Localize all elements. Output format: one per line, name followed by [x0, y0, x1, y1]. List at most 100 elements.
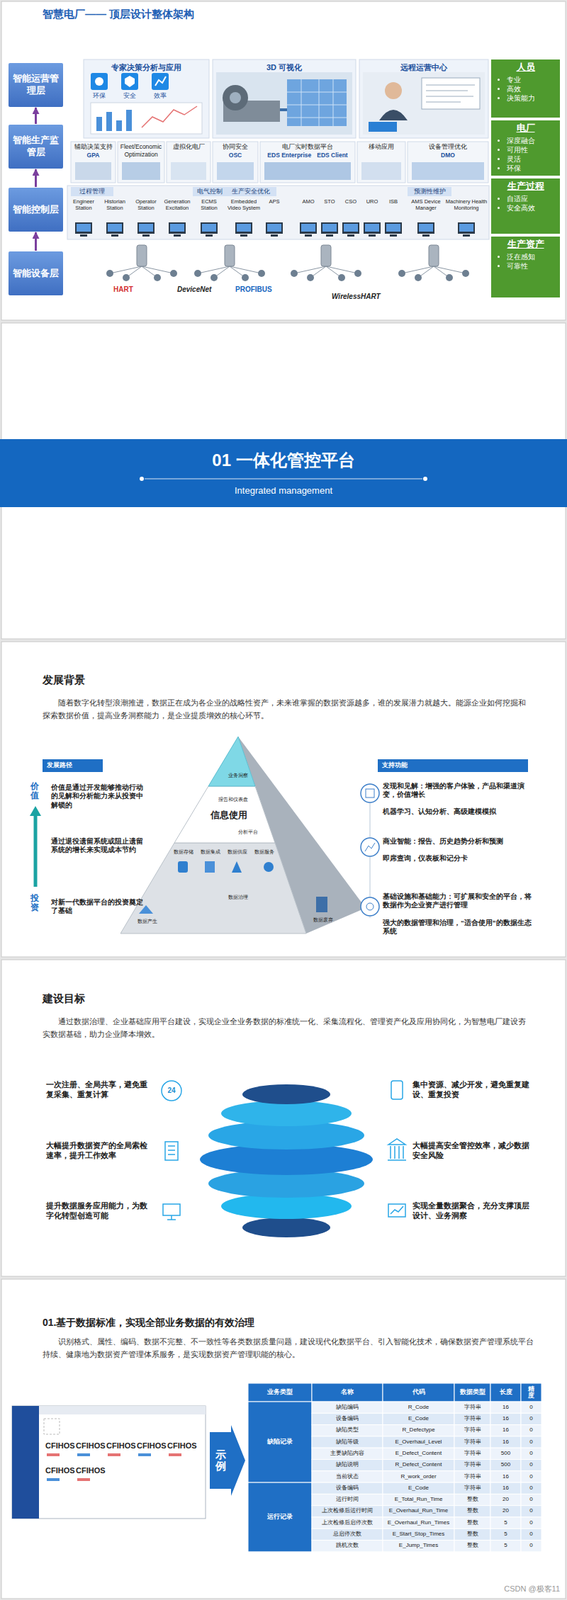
- section-heading: 发展背景: [42, 673, 185, 688]
- table-header-cell: [311, 1384, 383, 1403]
- monitor-icon: [75, 222, 93, 234]
- standard-tag: CFIHOS: [45, 1441, 78, 1452]
- monitor-stand: [111, 234, 119, 237]
- table-cell: [454, 1472, 491, 1484]
- protocol-logo: DeviceNet: [177, 284, 222, 295]
- box-label: 3D 可视化: [266, 62, 302, 73]
- table-cell: [520, 1506, 542, 1519]
- pyramid-label: 数据集成: [199, 849, 222, 856]
- path-text: 对新一代数据平台的投资奠定了基础: [51, 898, 145, 917]
- table-cell: [382, 1494, 455, 1507]
- monitor-icon: [342, 222, 360, 234]
- monitor-icon: [106, 222, 124, 234]
- box-heading: 电厂: [495, 122, 556, 135]
- monitor-icon: [200, 222, 218, 234]
- table-cell: 16: [490, 1426, 521, 1438]
- table-cell: [520, 1448, 542, 1461]
- function-text: 机器学习、认知分析、高级建模模拟: [382, 807, 532, 817]
- screenshot: [77, 1454, 91, 1458]
- table-cell: 缺陷编码: [311, 1402, 383, 1414]
- field-wire: [326, 266, 358, 274]
- table-header: 业务类型: [248, 1384, 312, 1403]
- card-background: [357, 141, 406, 183]
- table-group-cell: [248, 1483, 312, 1553]
- table-group-cell: [248, 1402, 312, 1484]
- box-sublabel: OSC: [228, 151, 242, 160]
- standard-tag: CFIHOS: [167, 1441, 200, 1452]
- standard-tag: CFIHOS: [75, 1441, 109, 1452]
- module-card: Fleet/Economic Optimization: [117, 141, 165, 183]
- panel-background: [67, 59, 490, 240]
- table-cell: 字符串: [454, 1413, 491, 1426]
- group-tag: 电气控制: [192, 187, 227, 197]
- slide-frame: [1, 960, 566, 1278]
- bullet-list: 深度融合可用性灵活环保: [495, 136, 556, 173]
- bullet-item: 泛在感知: [506, 252, 556, 262]
- table-cell: 16: [490, 1413, 521, 1426]
- paragraph: 随着数字化转型浪潮推进，数据正在成为各企业的战略性资产，未来谁掌握的数据资源越多…: [42, 697, 532, 723]
- table-cell: [520, 1413, 542, 1426]
- function-icon: [360, 838, 380, 857]
- table-cell: 运行时间: [311, 1494, 383, 1507]
- table-cell: 0: [520, 1506, 542, 1519]
- pyramid-label: 数据治理: [225, 894, 251, 901]
- app-icon: [90, 73, 169, 91]
- table-cell: [311, 1426, 383, 1438]
- table-cell: [490, 1506, 521, 1519]
- monitor-screen: [138, 223, 154, 232]
- table-cell: R_Defectype: [382, 1426, 455, 1438]
- box-label: 01 一体化管控平台: [211, 449, 355, 472]
- bullet-list: 泛在感知可靠性: [495, 252, 556, 271]
- dashboard-chart: [106, 111, 112, 132]
- screenshot: [107, 1454, 121, 1458]
- monitor-stand: [205, 234, 213, 237]
- app-panel: 3D 可视化: [212, 59, 356, 139]
- card-picture: [216, 162, 254, 181]
- monitor-screen: [322, 223, 337, 232]
- field-device: [153, 274, 161, 282]
- bullet-item: 深度融合: [506, 136, 556, 146]
- table-cell: 字符串: [454, 1460, 491, 1473]
- table-cell: [520, 1472, 542, 1484]
- 3d-plant-picture: [216, 72, 353, 135]
- monitor-icon: [235, 222, 253, 234]
- table-cell: [311, 1472, 383, 1484]
- stacked-discs: [199, 1085, 373, 1239]
- table-cell: [520, 1402, 542, 1414]
- box-label: 生产安全优化: [231, 187, 271, 197]
- panel-background: [67, 185, 490, 240]
- app-icon: [151, 73, 169, 91]
- protocol-logo: HART: [113, 284, 145, 295]
- section-heading: 建设目标: [42, 992, 185, 1007]
- stacked-discs: [221, 1101, 352, 1127]
- monitor-screen: [76, 223, 91, 232]
- table-cell: [311, 1506, 383, 1519]
- layer-arrow: [34, 107, 37, 125]
- monitor-screen: [418, 223, 434, 232]
- monitor-icon: [75, 222, 475, 237]
- table-cell: [490, 1494, 521, 1507]
- card-background: [166, 141, 211, 183]
- table-cell: [311, 1437, 383, 1449]
- slide-frame: [1, 1, 566, 321]
- dashboard-chart: [126, 109, 132, 132]
- path-text: 通过退役遗留系统或阻止遗留系统的增长来实现成本节约: [51, 837, 145, 856]
- box-label: 设备管理优化: [408, 143, 487, 151]
- monitor-icon: [321, 222, 339, 234]
- function-text: 强大的数据管理和治理，“适合使用”的数据生态系统: [382, 919, 532, 937]
- icon-label: 效率: [146, 92, 175, 101]
- field-device: [398, 270, 406, 278]
- table-cell: 500: [490, 1448, 521, 1461]
- table-cell: 跳机次数: [311, 1541, 383, 1553]
- screenshot: [46, 1479, 60, 1482]
- table-cell: [490, 1402, 521, 1414]
- table-cell: [490, 1541, 521, 1553]
- function-text: 商业智能：报告、历史趋势分析和预测: [382, 837, 532, 847]
- box-label: Fleet/Economic Optimization: [119, 143, 164, 159]
- card-picture: [170, 162, 207, 181]
- table-cell: 字符串: [454, 1448, 491, 1461]
- module-card: 协同安全OSC: [212, 141, 258, 183]
- pyramid: [177, 861, 188, 874]
- pyramid-label: 数据产生: [134, 918, 161, 925]
